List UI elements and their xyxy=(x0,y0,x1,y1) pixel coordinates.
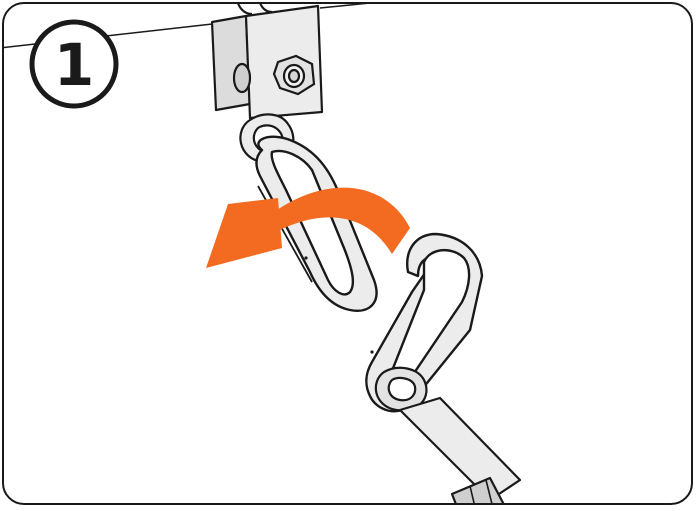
ceiling-bracket xyxy=(210,4,324,120)
curved-arrow-left-icon xyxy=(206,187,410,268)
step-badge: 1 xyxy=(29,19,119,109)
hanging-strap xyxy=(398,396,522,503)
step-number: 1 xyxy=(54,31,94,99)
hex-nut xyxy=(272,54,316,96)
